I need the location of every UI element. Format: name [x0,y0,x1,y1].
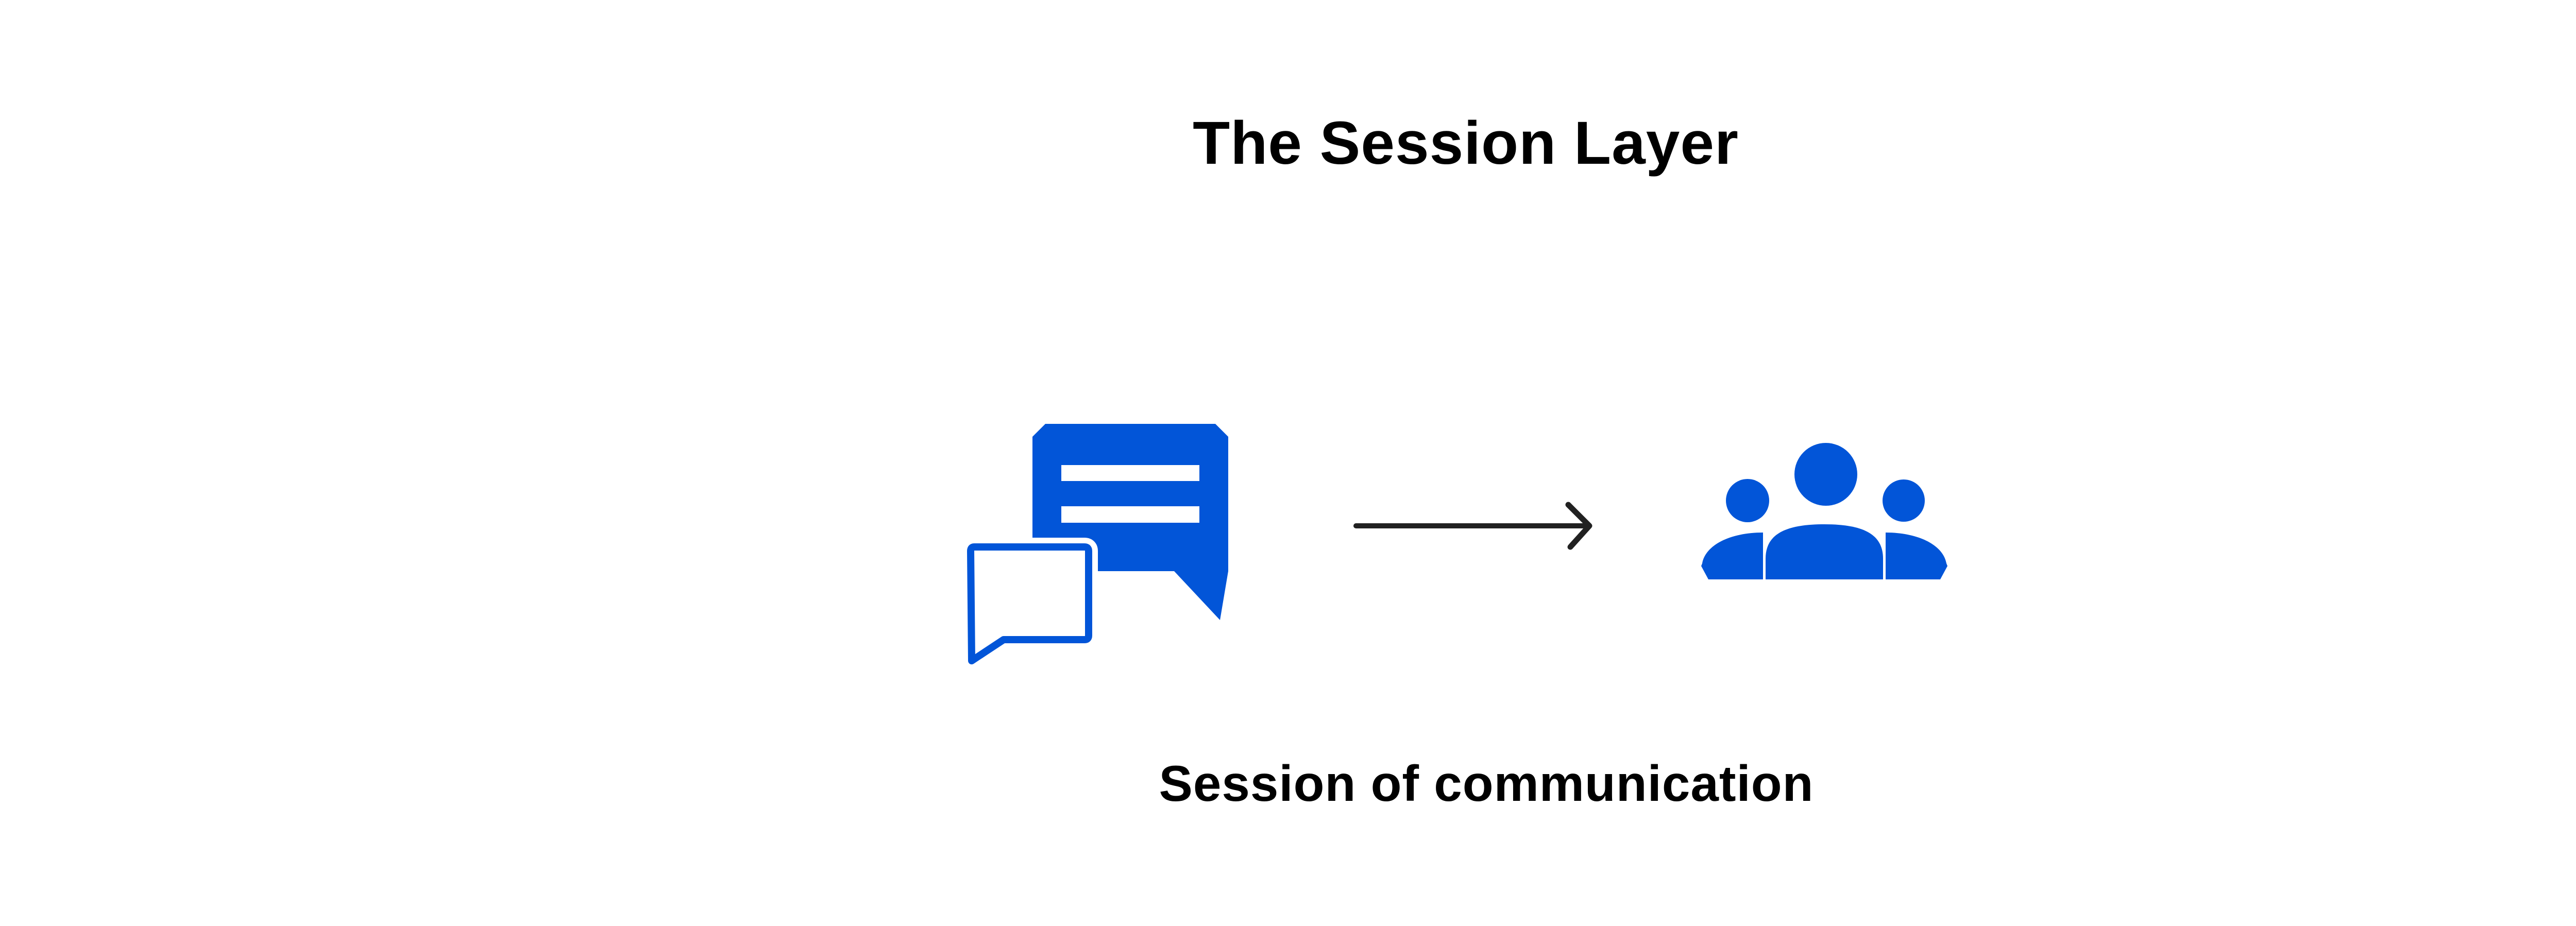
chat-text-line [1061,465,1199,481]
diagram-caption: Session of communication [1159,755,1814,812]
chat-messages-icon [967,424,1228,666]
right-arrow-icon [1353,502,1592,550]
chat-text-line [1061,506,1199,523]
people-group-icon [1701,443,1947,579]
page-title: The Session Layer [1193,109,1739,177]
reply-bubble-outline [967,543,1092,664]
